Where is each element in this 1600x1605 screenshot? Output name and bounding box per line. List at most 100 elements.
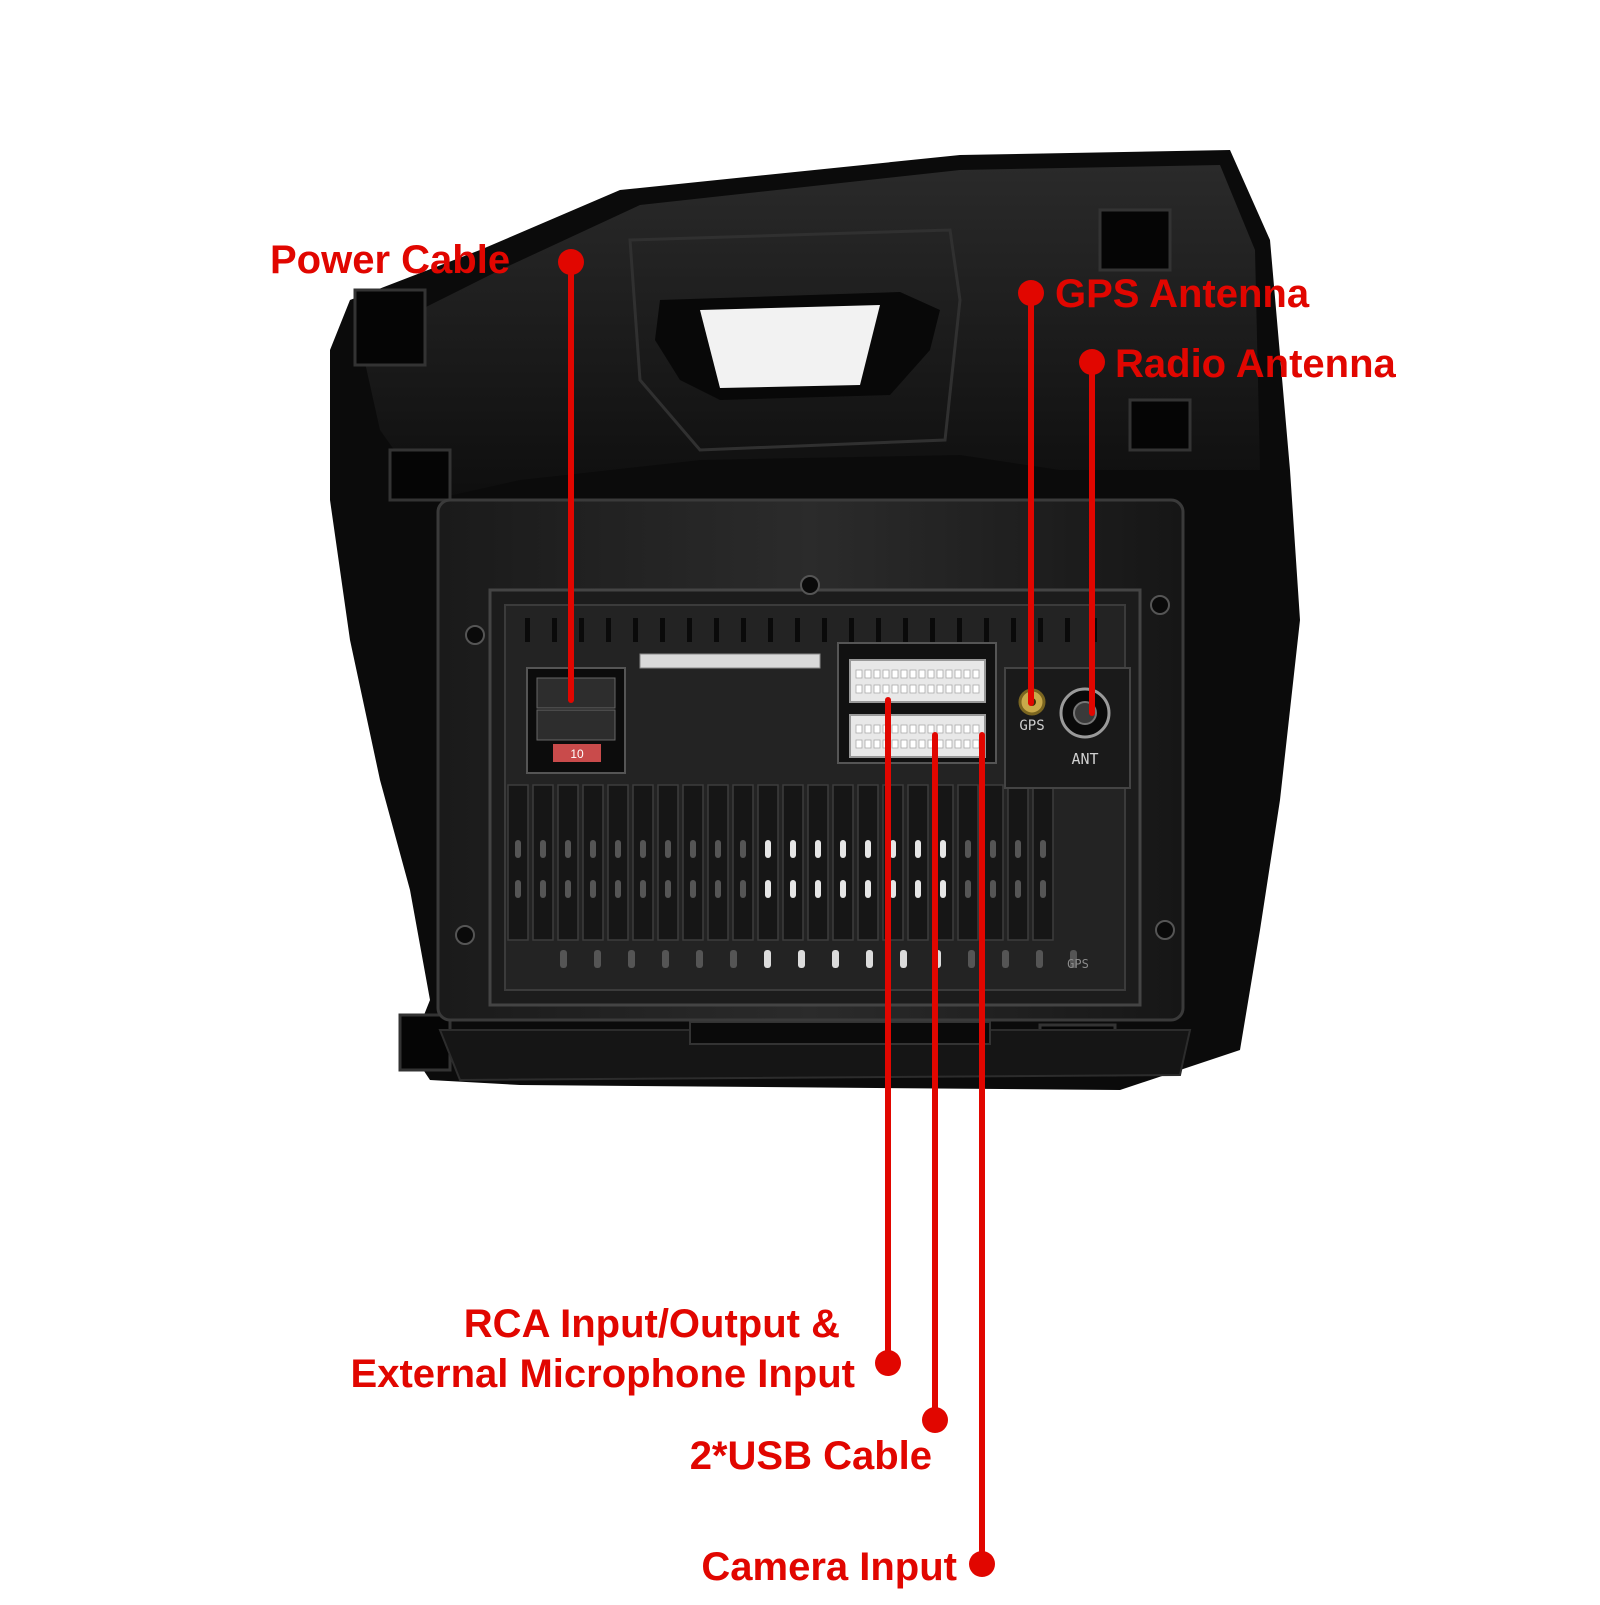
fin-notch — [715, 880, 721, 898]
cooling-fin — [782, 784, 804, 941]
connector-pin — [873, 724, 881, 734]
fin-notch — [615, 840, 621, 858]
connector-pin — [963, 724, 971, 734]
connector-pin — [855, 684, 863, 694]
fin-notch — [890, 840, 896, 858]
connector-pin — [945, 739, 953, 749]
fin-notch — [865, 840, 871, 858]
cooling-fin — [707, 784, 729, 941]
connector-pin — [864, 669, 872, 679]
bottom-slot — [628, 950, 635, 968]
fin-notch — [1015, 880, 1021, 898]
bottom-slot — [866, 950, 873, 968]
cooling-fin — [682, 784, 704, 941]
fin-notch — [915, 840, 921, 858]
cooling-fin — [907, 784, 929, 941]
vent-slot — [525, 618, 530, 642]
power-cable-dot — [558, 249, 584, 275]
fin-notch — [665, 880, 671, 898]
fin-notch — [515, 880, 521, 898]
fin-notch — [765, 880, 771, 898]
connector-pin — [918, 739, 926, 749]
vent-slot — [687, 618, 692, 642]
cooling-fin — [957, 784, 979, 941]
fin-notch — [815, 840, 821, 858]
fin-notch — [840, 880, 846, 898]
ant-port-label: ANT — [1071, 750, 1098, 768]
vent-slot — [579, 618, 584, 642]
fin-notch — [1040, 840, 1046, 858]
fin-notch — [840, 840, 846, 858]
fin-notch — [940, 880, 946, 898]
connector-pin — [954, 724, 962, 734]
fin-notch — [565, 880, 571, 898]
connector-pin — [954, 669, 962, 679]
connector-pin — [882, 669, 890, 679]
connector-pin — [864, 739, 872, 749]
connector-pin — [963, 669, 971, 679]
fin-notch — [940, 840, 946, 858]
connector-pin — [873, 739, 881, 749]
cooling-fin — [507, 784, 529, 941]
connector-pin — [927, 724, 935, 734]
fin-notch — [915, 880, 921, 898]
vent-slot — [930, 618, 935, 642]
connector-pin — [909, 684, 917, 694]
vent-slot — [714, 618, 719, 642]
connector-pin — [855, 739, 863, 749]
fin-notch — [640, 880, 646, 898]
connector-pin — [909, 724, 917, 734]
bottom-slot — [662, 950, 669, 968]
connector-pin — [900, 739, 908, 749]
fin-notch — [990, 880, 996, 898]
fin-notch — [765, 840, 771, 858]
cooling-fin — [732, 784, 754, 941]
connector-pin — [945, 684, 953, 694]
usb-cable-label: 2*USB Cable — [689, 1434, 932, 1478]
connector-pin — [927, 669, 935, 679]
vent-slot — [1038, 618, 1043, 642]
connector-pin — [945, 669, 953, 679]
cooling-fin — [1032, 784, 1054, 941]
fin-notch — [990, 840, 996, 858]
cooling-fin — [532, 784, 554, 941]
fin-notch — [740, 840, 746, 858]
connector-pin — [873, 684, 881, 694]
connector-pin — [891, 739, 899, 749]
fin-notch — [715, 840, 721, 858]
gps-antenna-dot — [1018, 280, 1044, 306]
bottom-slot — [594, 950, 601, 968]
fin-notch — [690, 840, 696, 858]
connector-pin — [936, 724, 944, 734]
connector-pin — [855, 669, 863, 679]
cooling-fin — [657, 784, 679, 941]
usb-dot — [922, 1407, 948, 1433]
fin-notch — [590, 880, 596, 898]
vent-slot — [741, 618, 746, 642]
bottom-slot — [798, 950, 805, 968]
bottom-slot — [832, 950, 839, 968]
bottom-slot — [900, 950, 907, 968]
vent-slot — [795, 618, 800, 642]
fin-notch — [540, 880, 546, 898]
cooling-fin — [557, 784, 579, 941]
vent-slot — [633, 618, 638, 642]
gps-port-label: GPS — [1019, 718, 1044, 734]
cooling-fin — [1007, 784, 1029, 941]
connector-pin — [945, 724, 953, 734]
fin-notch — [790, 840, 796, 858]
gps-antenna-label: GPS Antenna — [1055, 272, 1310, 316]
connector-pin — [900, 724, 908, 734]
fin-notch — [865, 880, 871, 898]
rca-label-line1: RCA Input/Output & — [463, 1302, 840, 1346]
connector-pin — [918, 669, 926, 679]
connector-pin — [963, 684, 971, 694]
fin-notch — [565, 840, 571, 858]
fin-notch — [590, 840, 596, 858]
vent-slot — [660, 618, 665, 642]
fin-notch — [890, 880, 896, 898]
vent-slot — [1011, 618, 1016, 642]
fin-notch — [515, 840, 521, 858]
vent-slot — [822, 618, 827, 642]
